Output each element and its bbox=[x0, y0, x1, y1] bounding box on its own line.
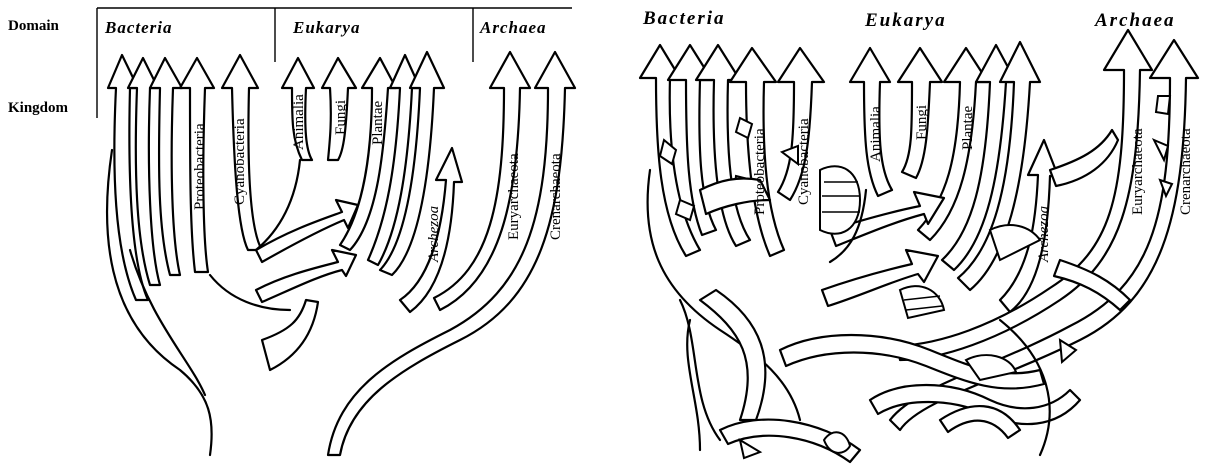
right-label-plantae: Plantae bbox=[960, 106, 976, 150]
left-kingdom-row-label: Kingdom bbox=[8, 100, 69, 116]
right-label-proteobacteria: Proteobacteria bbox=[752, 128, 768, 215]
left-domain-archaea: Archaea bbox=[479, 18, 547, 37]
right-domain-eukarya: Eukarya bbox=[864, 10, 947, 31]
left-label-crenarchaeota: Crenarchaeota bbox=[548, 153, 564, 240]
right-domain-bacteria: Bacteria bbox=[642, 8, 726, 29]
left-label-proteobacteria: Proteobacteria bbox=[192, 123, 208, 210]
left-tree-panel: Domain Kingdom Bacteria Eukarya Archaea bbox=[8, 8, 575, 455]
right-domain-archaea: Archaea bbox=[1094, 10, 1176, 31]
right-eukarya-branches bbox=[820, 42, 1058, 312]
left-domain-bacteria: Bacteria bbox=[104, 18, 173, 37]
left-label-archezoa: Archezoa bbox=[426, 206, 442, 263]
left-label-cyanobacteria: Cyanobacteria bbox=[232, 118, 248, 205]
right-bacteria-branches bbox=[640, 45, 824, 440]
left-archaea-branches bbox=[328, 52, 575, 455]
left-label-animalia: Animalia bbox=[291, 94, 307, 150]
left-domain-eukarya: Eukarya bbox=[292, 18, 360, 37]
left-label-euryarchaeota: Euryarchaeota bbox=[506, 153, 522, 240]
right-label-fungi: Fungi bbox=[914, 105, 930, 140]
left-label-plantae: Plantae bbox=[370, 101, 386, 145]
right-label-archezoa: Archezoa bbox=[1036, 206, 1052, 263]
left-domain-row-label: Domain bbox=[8, 18, 59, 34]
right-label-euryarchaeota: Euryarchaeota bbox=[1130, 128, 1146, 215]
right-label-cyanobacteria: Cyanobacteria bbox=[796, 118, 812, 205]
right-tree-panel: Bacteria Eukarya Archaea bbox=[640, 8, 1198, 462]
right-label-animalia: Animalia bbox=[868, 106, 884, 162]
right-label-crenarchaeota: Crenarchaeota bbox=[1178, 128, 1194, 215]
left-bacteria-branches bbox=[107, 55, 262, 455]
left-label-fungi: Fungi bbox=[333, 100, 349, 135]
